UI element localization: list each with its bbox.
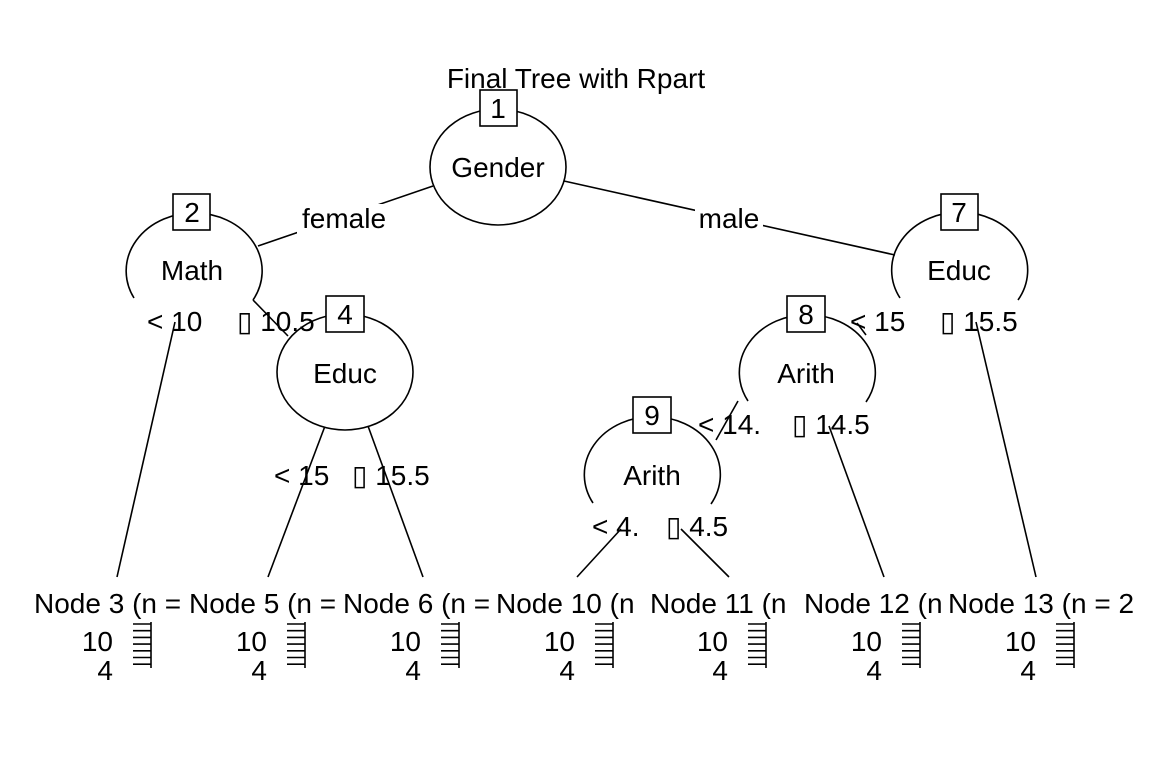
tree-edges [116,180,1037,578]
edge-8-12 [828,425,885,578]
edge-4-5 [267,425,326,578]
node-4-id-box [325,295,365,333]
split-label-n4-right: ▯ 15.5 [352,460,430,491]
split-labels: female male < 10 ▯ 10.5 < 15 ▯ 15.5 < 15… [147,203,1018,542]
split-label-n1-right: male [699,203,760,234]
terminal-node-label: Node 3 (n = [34,588,181,619]
node-variable: Educ [927,255,991,286]
leaf-tick-label-top: 10 [82,626,113,657]
node-id: 2 [184,197,200,228]
leaf-tick-label-bottom: 4 [97,655,113,686]
tree-node-2: Math 2 [125,193,263,301]
terminal-node-label: Node 11 (n [650,588,786,619]
node-id-overlays: 4 8 [325,295,826,333]
terminal-node: Node 3 (n = 104 [32,588,182,686]
edge-9-10 [576,528,622,578]
split-label-n8-left: < 14. [698,409,761,440]
edge-2-3 [116,321,176,578]
leaf-tick-label-top: 10 [851,626,882,657]
terminal-node: Node 13 (n = 2 104 [946,588,1134,686]
split-label-n7-left: < 15 [850,306,905,337]
leaf-tick-label-top: 10 [1005,626,1036,657]
terminal-node: Node 10 (n 104 [494,588,644,686]
split-label-n1-left: female [302,203,386,234]
plot-title: Final Tree with Rpart [447,63,706,94]
leaf-tick-label-top: 10 [697,626,728,657]
terminal-node-label: Node 5 (n = [189,588,336,619]
leaf-tick-label-top: 10 [390,626,421,657]
leaf-tick-label-bottom: 4 [251,655,267,686]
tree-node-1: Gender 1 [429,89,567,226]
edge-9-11 [680,528,730,578]
edge-8-9 [715,400,739,441]
node-id-box [632,396,672,434]
edge-2-4 [252,299,289,337]
node-variable: Gender [451,152,544,183]
node-id-box [172,193,211,231]
node-id-box [479,89,518,127]
terminal-node-label: Node 13 (n = 2 [948,588,1134,619]
terminal-node-label: Node 6 (n = [343,588,490,619]
edge-4-6 [367,425,424,578]
leaf-tick-label-bottom: 4 [405,655,421,686]
terminal-node: Node 5 (n = 104 [187,588,337,686]
split-label-n2-right: ▯ 10.5 [237,306,315,337]
tree-node-9: Arith 9 [583,396,722,505]
node-variable: Arith [777,358,835,389]
split-label-n8-right: ▯ 14.5 [792,409,870,440]
tree-node-7: Educ 7 [890,193,1029,301]
node-4-id: 4 [337,299,353,330]
split-label-n9-right: ▯ 4.5 [666,511,728,542]
leaf-tick-label-bottom: 4 [1020,655,1036,686]
edge-7-13 [975,321,1037,578]
leaf-tick-label-bottom: 4 [559,655,575,686]
split-label-n7-right: ▯ 15.5 [940,306,1018,337]
node-variable: Arith [623,460,681,491]
node-variable: Educ [313,358,377,389]
split-label-n4-left: < 15 [274,460,329,491]
edge-7-8 [856,322,867,336]
leaf-tick-label-bottom: 4 [712,655,728,686]
split-label-n9-left: < 4. [592,511,639,542]
node-id-box [940,193,979,231]
tree-node-8: Arith [738,313,877,403]
terminal-node: Node 11 (n 104 [648,588,798,686]
terminal-node: Node 6 (n = 104 [341,588,491,686]
leaf-tick-label-top: 10 [544,626,575,657]
node-id: 7 [951,197,967,228]
terminal-node-label: Node 10 (n [496,588,635,619]
node-id: 1 [490,93,506,124]
node-id: 9 [644,400,660,431]
terminal-node: Node 12 (n 104 [802,588,952,686]
node-8-id-box [786,295,826,333]
leaf-tick-label-top: 10 [236,626,267,657]
tree-node-4: Educ [276,313,414,431]
node-8-id: 8 [798,299,814,330]
terminal-node-label: Node 12 (n [804,588,943,619]
split-label-n2-left: < 10 [147,306,202,337]
leaf-tick-label-bottom: 4 [866,655,882,686]
node-variable: Math [161,255,223,286]
